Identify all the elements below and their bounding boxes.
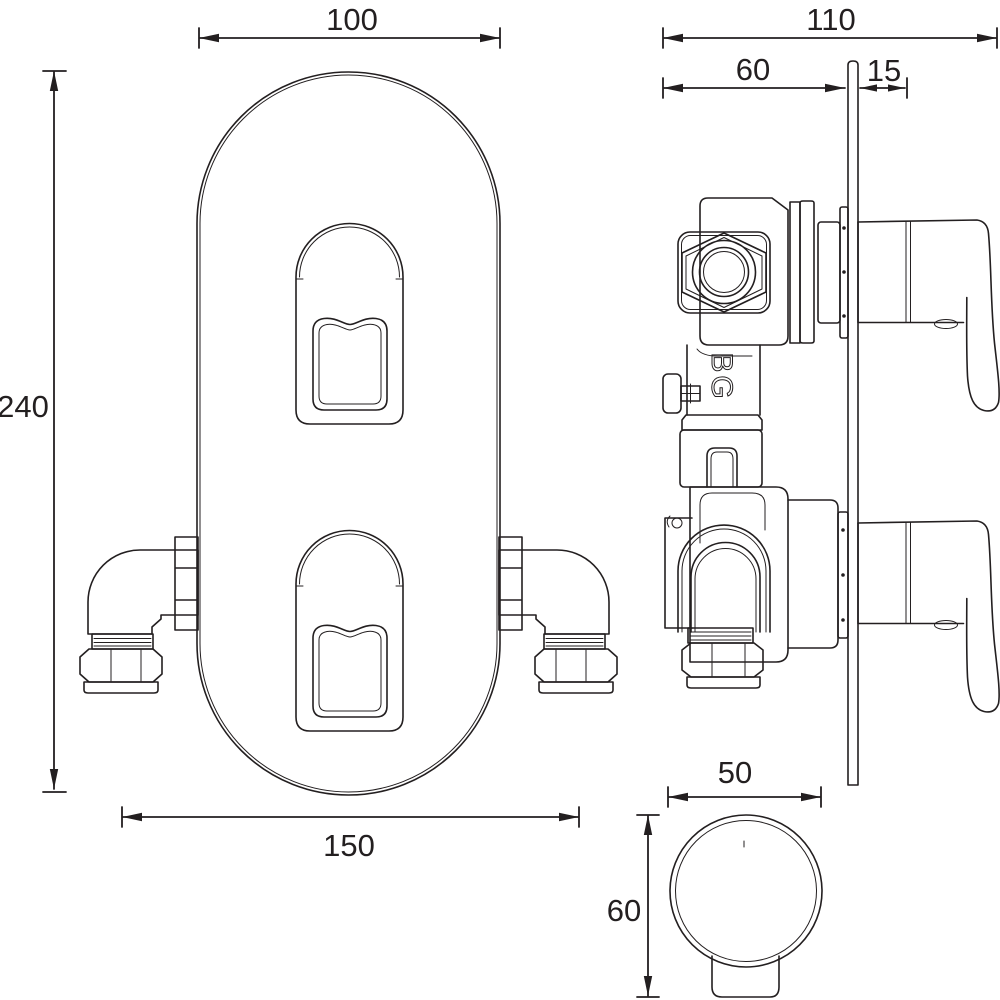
lower-lever-handle-side bbox=[857, 520, 1000, 713]
lower-handle-front bbox=[295, 529, 404, 732]
body-depth-label: 60 bbox=[736, 52, 770, 87]
knob-width-label: 50 bbox=[718, 755, 752, 790]
knob-top-view bbox=[669, 814, 823, 998]
dimension-plate-width: 100 bbox=[198, 2, 501, 49]
front-view bbox=[79, 71, 618, 796]
lower-escutcheon bbox=[787, 499, 849, 649]
brand-logo-text: BG bbox=[705, 352, 738, 401]
dimension-body-depth: 60 bbox=[662, 52, 846, 99]
plate-width-label: 100 bbox=[326, 2, 378, 37]
dimension-knob-width: 50 bbox=[667, 755, 822, 808]
side-view: BG bbox=[662, 60, 1000, 786]
upper-escutcheon bbox=[817, 206, 849, 339]
upper-valve-body-side bbox=[677, 197, 815, 346]
dimension-inlet-centres: 150 bbox=[121, 806, 580, 863]
faceplate-inner-line bbox=[199, 74, 498, 793]
overall-depth-label: 110 bbox=[806, 2, 855, 37]
plate-height-label: 240 bbox=[0, 389, 49, 424]
upper-lever-handle-side bbox=[857, 219, 1000, 412]
knob-depth-label: 60 bbox=[607, 893, 641, 928]
left-inlet-elbow bbox=[79, 536, 199, 694]
lower-valve-body-side bbox=[664, 486, 789, 689]
dimension-plate-height: 240 bbox=[0, 70, 67, 793]
right-inlet-elbow bbox=[498, 536, 618, 694]
wall-plate bbox=[847, 60, 859, 786]
dimension-overall-depth: 110 bbox=[662, 2, 998, 49]
faceplate-outline bbox=[196, 71, 501, 796]
dimension-handle-projection: 15 bbox=[859, 53, 908, 99]
dimension-knob-depth: 60 bbox=[607, 814, 660, 998]
inlet-centres-label: 150 bbox=[323, 828, 375, 863]
valve-neck-side: BG bbox=[662, 344, 763, 488]
upper-handle-front bbox=[295, 222, 404, 425]
handle-projection-label: 15 bbox=[867, 53, 901, 88]
